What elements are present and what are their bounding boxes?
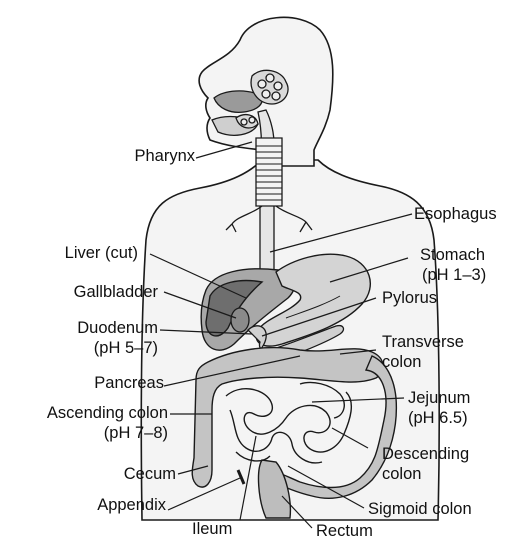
label-rectum: Rectum bbox=[316, 522, 373, 541]
label-descending: Descending bbox=[382, 445, 469, 464]
label-sigmoid-colon: Sigmoid colon bbox=[368, 500, 472, 519]
label-jejunum: Jejunum bbox=[408, 389, 470, 408]
label-pharynx: Pharynx bbox=[134, 147, 195, 166]
label-ascending-colon: Ascending colon bbox=[47, 404, 168, 423]
label-pancreas: Pancreas bbox=[94, 374, 164, 393]
label-gallbladder: Gallbladder bbox=[74, 283, 158, 302]
label-ascending-ph: (pH 7–8) bbox=[104, 424, 168, 443]
label-transverse-colon: colon bbox=[382, 353, 421, 372]
label-pylorus: Pylorus bbox=[382, 289, 437, 308]
label-jejunum-ph: (pH 6.5) bbox=[408, 409, 468, 428]
label-stomach: Stomach bbox=[420, 246, 485, 265]
label-duodenum: Duodenum bbox=[77, 319, 158, 338]
label-esophagus: Esophagus bbox=[414, 205, 497, 224]
label-liver: Liver (cut) bbox=[65, 244, 138, 263]
label-stomach-ph: (pH 1–3) bbox=[422, 266, 486, 285]
label-appendix: Appendix bbox=[97, 496, 166, 515]
label-transverse: Transverse bbox=[382, 333, 464, 352]
label-descending-colon: colon bbox=[382, 465, 421, 484]
label-duodenum-ph: (pH 5–7) bbox=[94, 339, 158, 358]
label-ileum: Ileum bbox=[192, 520, 232, 539]
label-cecum: Cecum bbox=[124, 465, 176, 484]
